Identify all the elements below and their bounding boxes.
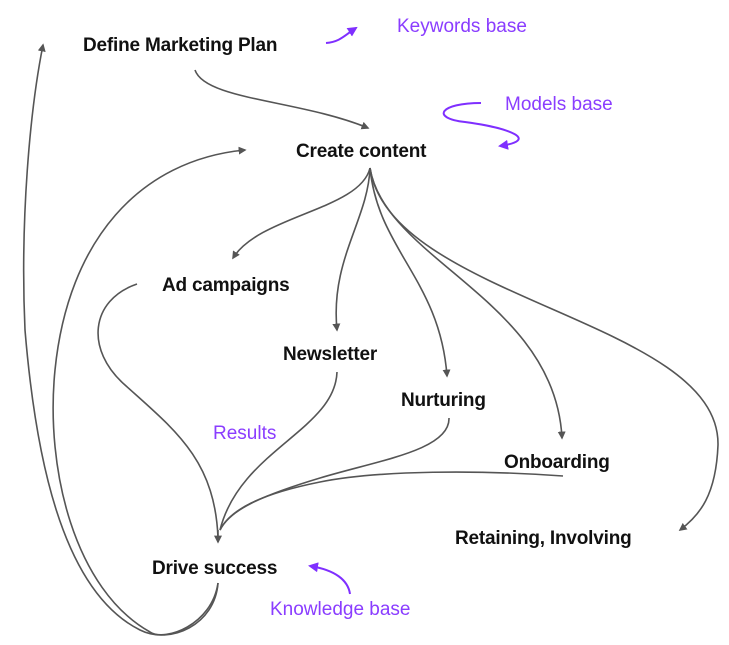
node-onboarding[interactable]: Onboarding bbox=[504, 452, 610, 473]
edge-ads-to-drive bbox=[97, 283, 219, 539]
node-create-content[interactable]: Create content bbox=[296, 141, 427, 162]
node-retaining-involving[interactable]: Retaining, Involving bbox=[455, 528, 632, 549]
keywords-annotation-arrow bbox=[325, 26, 358, 44]
annotation-results: Results bbox=[213, 423, 277, 444]
node-ad-campaigns[interactable]: Ad campaigns bbox=[162, 275, 290, 296]
node-drive-success[interactable]: Drive success bbox=[152, 558, 278, 579]
annotation-models-base: Models base bbox=[505, 94, 613, 115]
edge-drive-to-create bbox=[52, 146, 247, 636]
node-define-marketing-plan[interactable]: Define Marketing Plan bbox=[83, 35, 278, 56]
edge-drive-to-define bbox=[22, 43, 219, 636]
knowledge-annotation-arrow bbox=[308, 562, 351, 595]
models-annotation-arrow bbox=[442, 102, 520, 150]
annotation-knowledge-base: Knowledge base bbox=[270, 599, 411, 620]
edge-create-to-nurturing bbox=[369, 167, 451, 378]
edge-create-to-newsletter bbox=[332, 167, 371, 332]
edge-define-to-create bbox=[194, 69, 370, 130]
edge-create-to-ads bbox=[232, 167, 371, 260]
node-newsletter[interactable]: Newsletter bbox=[283, 344, 378, 365]
edge-onboarding-to-drive bbox=[219, 471, 564, 531]
annotation-keywords-base: Keywords base bbox=[397, 16, 527, 37]
edge-create-to-retaining bbox=[369, 167, 719, 531]
edge-newsletter-to-drive bbox=[219, 371, 338, 531]
node-nurturing[interactable]: Nurturing bbox=[401, 390, 486, 411]
